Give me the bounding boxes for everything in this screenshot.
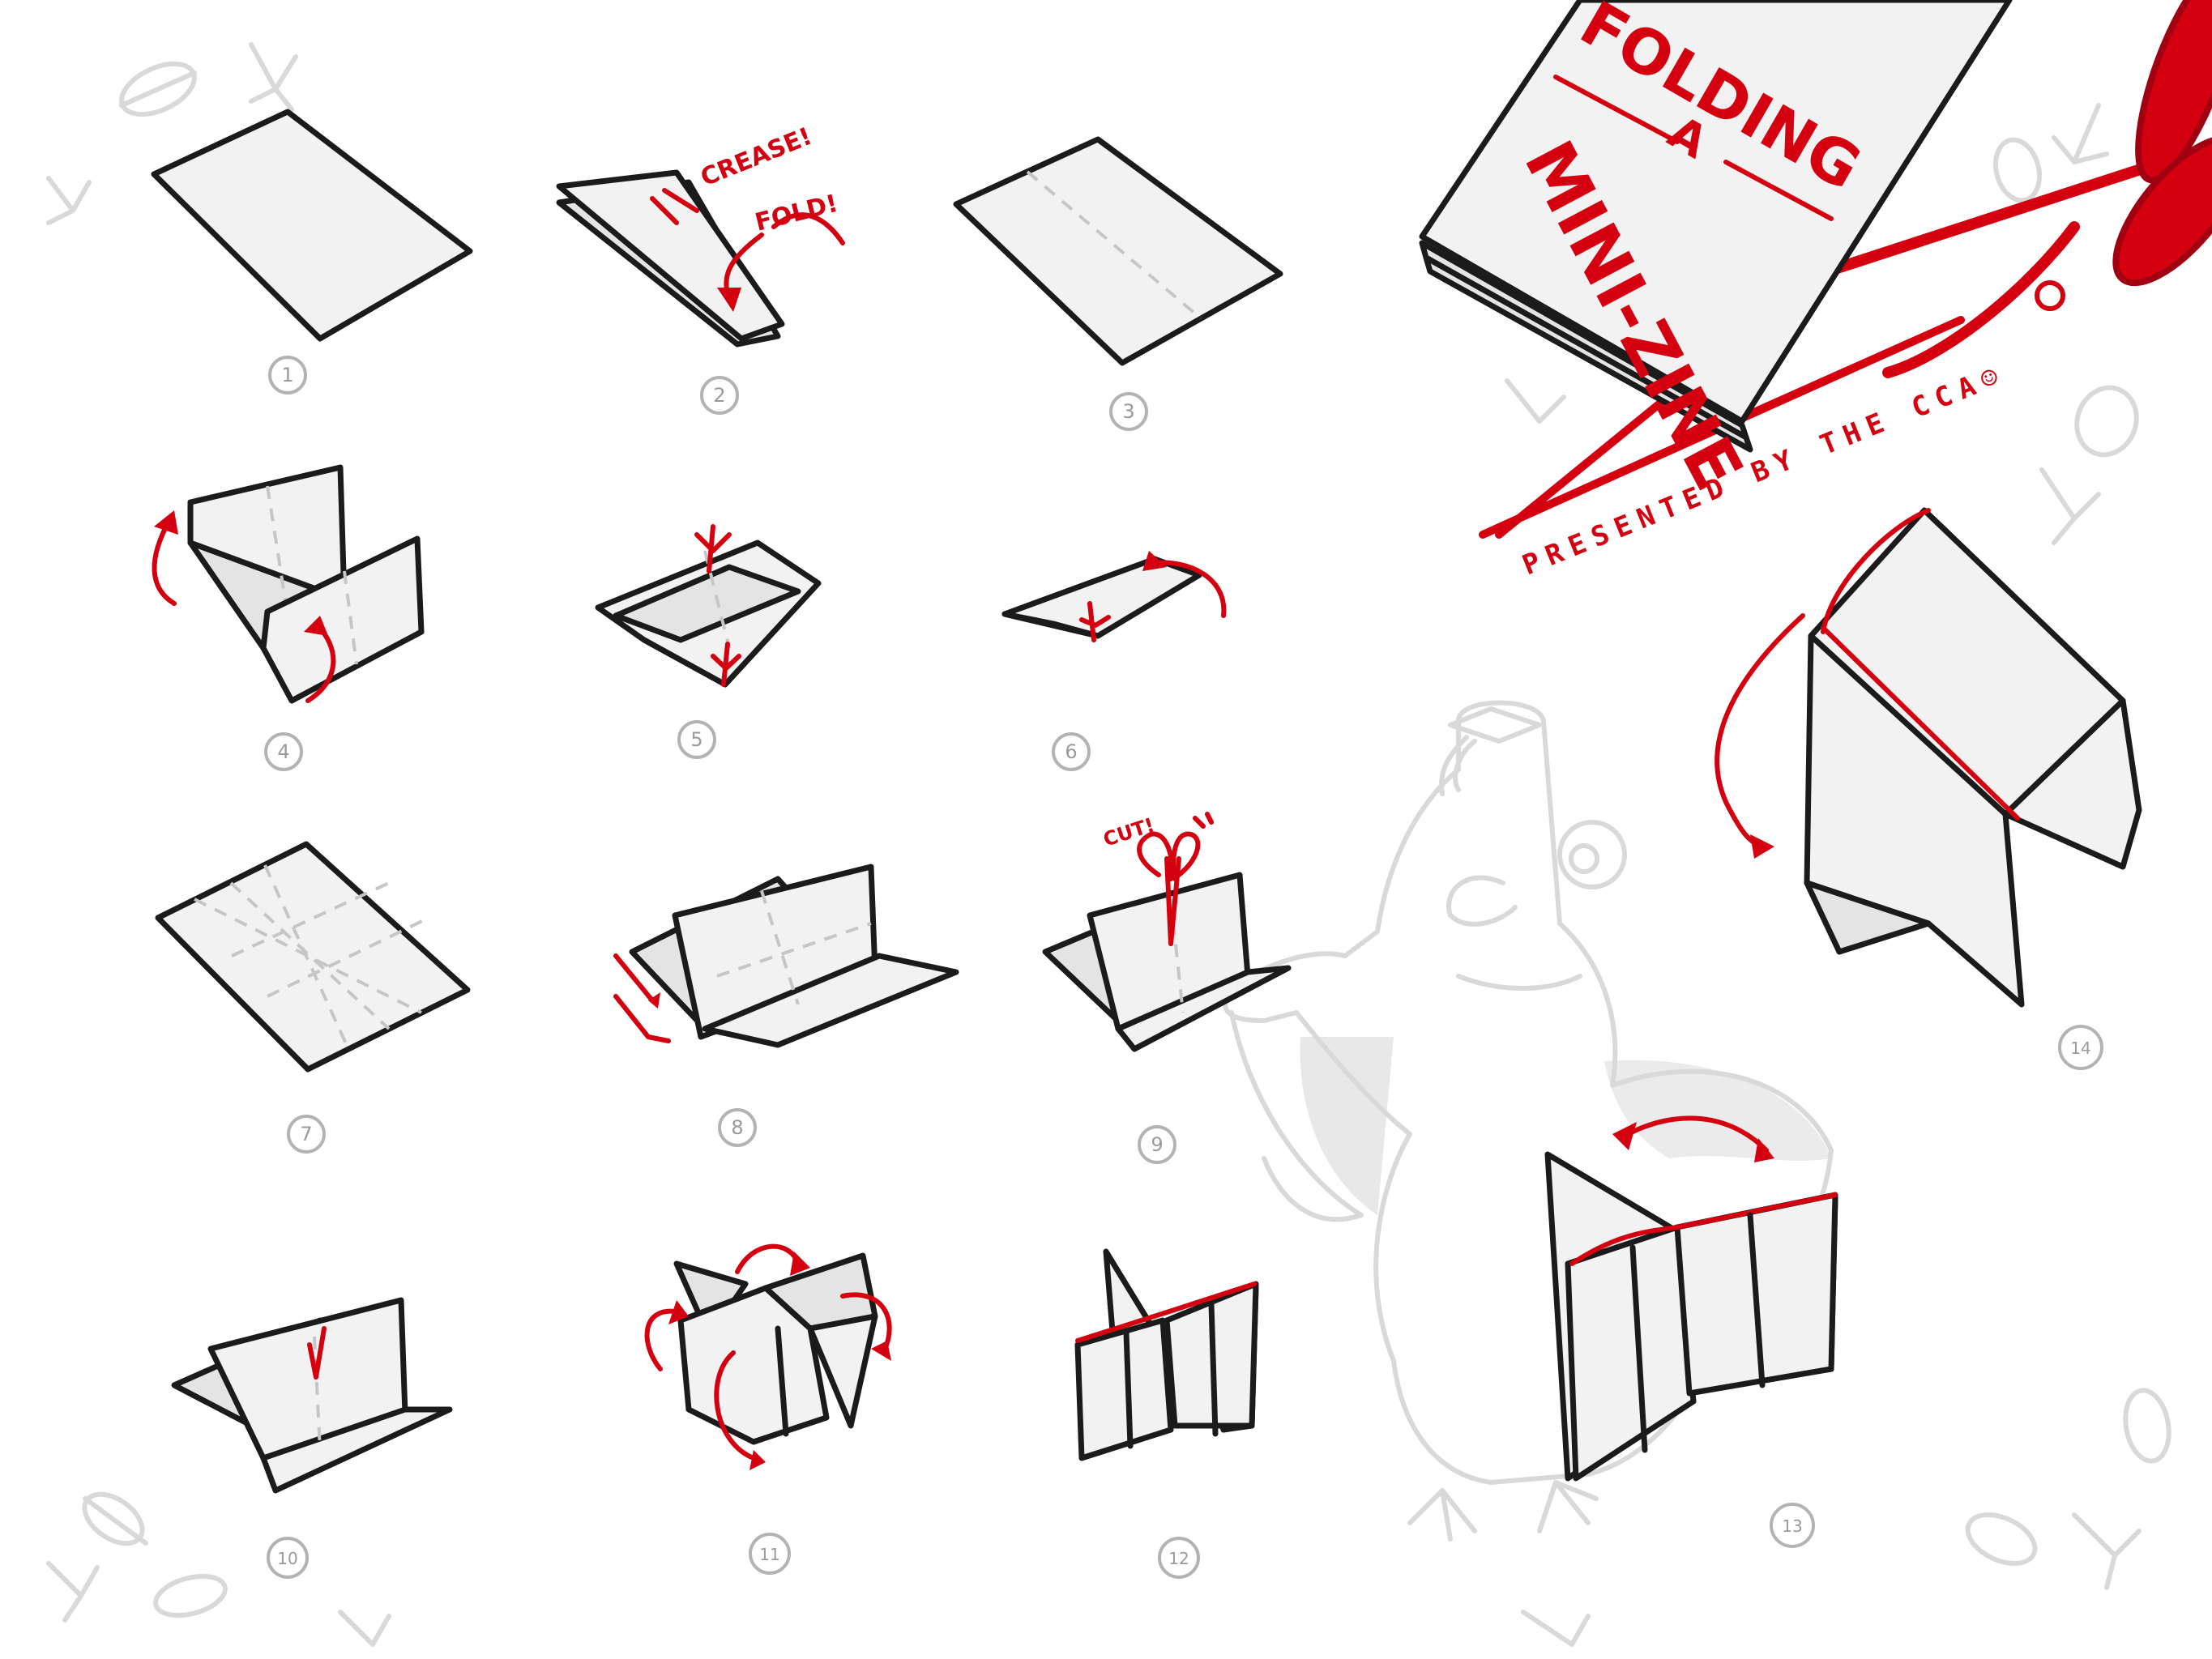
leaf-icon (82, 1491, 148, 1546)
leaf-icon (2074, 385, 2139, 458)
svg-text:13: 13 (1782, 1516, 1802, 1536)
step-number-4: 4 (264, 732, 303, 771)
leaf-icon (153, 1573, 228, 1618)
step-number-6: 6 (1052, 732, 1091, 771)
svg-text:9: 9 (1151, 1133, 1163, 1156)
crease-annotation: CREASE! (697, 122, 816, 193)
step-number-14: 14 (2058, 1025, 2103, 1070)
step-5-diagram (595, 524, 822, 688)
step-4-diagram (152, 464, 425, 704)
svg-text:12: 12 (1168, 1549, 1189, 1568)
title-underline-left (1553, 75, 1680, 144)
svg-text:7: 7 (300, 1123, 312, 1145)
step-number-10: 10 (267, 1537, 309, 1579)
svg-text:2: 2 (713, 384, 725, 407)
footprint-icon (2072, 1512, 2142, 1590)
svg-text:11: 11 (759, 1545, 779, 1564)
footprint-icon (2039, 467, 2101, 545)
svg-text:1: 1 (281, 364, 293, 386)
step-14-diagram (1715, 507, 2142, 1008)
step-number-3: 3 (1109, 392, 1148, 431)
step-number-11: 11 (749, 1533, 791, 1575)
step-10-diagram (171, 1297, 453, 1494)
step-number-9: 9 (1138, 1125, 1176, 1164)
footprint-icon (1505, 378, 1566, 424)
step-11-diagram (644, 1243, 892, 1470)
step-number-8: 8 (718, 1108, 757, 1147)
step-3-diagram (953, 136, 1283, 366)
svg-text:8: 8 (731, 1116, 743, 1139)
leaf-icon (1993, 137, 2042, 203)
step-number-12: 12 (1158, 1537, 1200, 1579)
step-number-1: 1 (268, 356, 307, 394)
footprint-icon (46, 176, 92, 225)
svg-text:6: 6 (1065, 740, 1077, 763)
step-8-diagram (613, 864, 959, 1048)
footprint-icon (2052, 103, 2109, 164)
title-underline-right (1723, 160, 1834, 221)
step-6-diagram (1001, 551, 1227, 642)
leaf-icon (1965, 1512, 2038, 1567)
step-13-diagram (1544, 1115, 1838, 1482)
leaf-icon (2123, 1388, 2171, 1464)
svg-text:5: 5 (690, 728, 702, 751)
footprint-icon (249, 42, 298, 112)
svg-text:4: 4 (277, 740, 289, 763)
step-7-diagram (155, 841, 471, 1073)
footprint-icon (46, 1561, 100, 1623)
svg-text:14: 14 (2070, 1038, 2090, 1058)
step-12-diagram (1074, 1248, 1259, 1461)
step-number-13: 13 (1770, 1503, 1815, 1548)
footprint-icon (338, 1610, 391, 1647)
svg-text:3: 3 (1122, 400, 1134, 423)
step-number-7: 7 (287, 1115, 326, 1154)
step-labels: 1 2 3 4 5 6 7 8 9 10 11 12 13 14 (264, 356, 2103, 1579)
step-2-diagram (556, 169, 845, 348)
cut-annotation: CUT! (1100, 813, 1157, 851)
zine-cover-illustration (1419, 0, 2013, 453)
fold-annotation: FOLD! (752, 190, 840, 237)
step-1-diagram (151, 109, 473, 342)
footprint-icon (1521, 1610, 1591, 1647)
step-number-5: 5 (677, 720, 716, 759)
leaf-icon (119, 61, 197, 117)
step-9-diagram (1042, 812, 1292, 1052)
step-number-2: 2 (700, 376, 739, 415)
svg-text:10: 10 (277, 1549, 297, 1568)
background-decorations (46, 42, 2171, 1647)
